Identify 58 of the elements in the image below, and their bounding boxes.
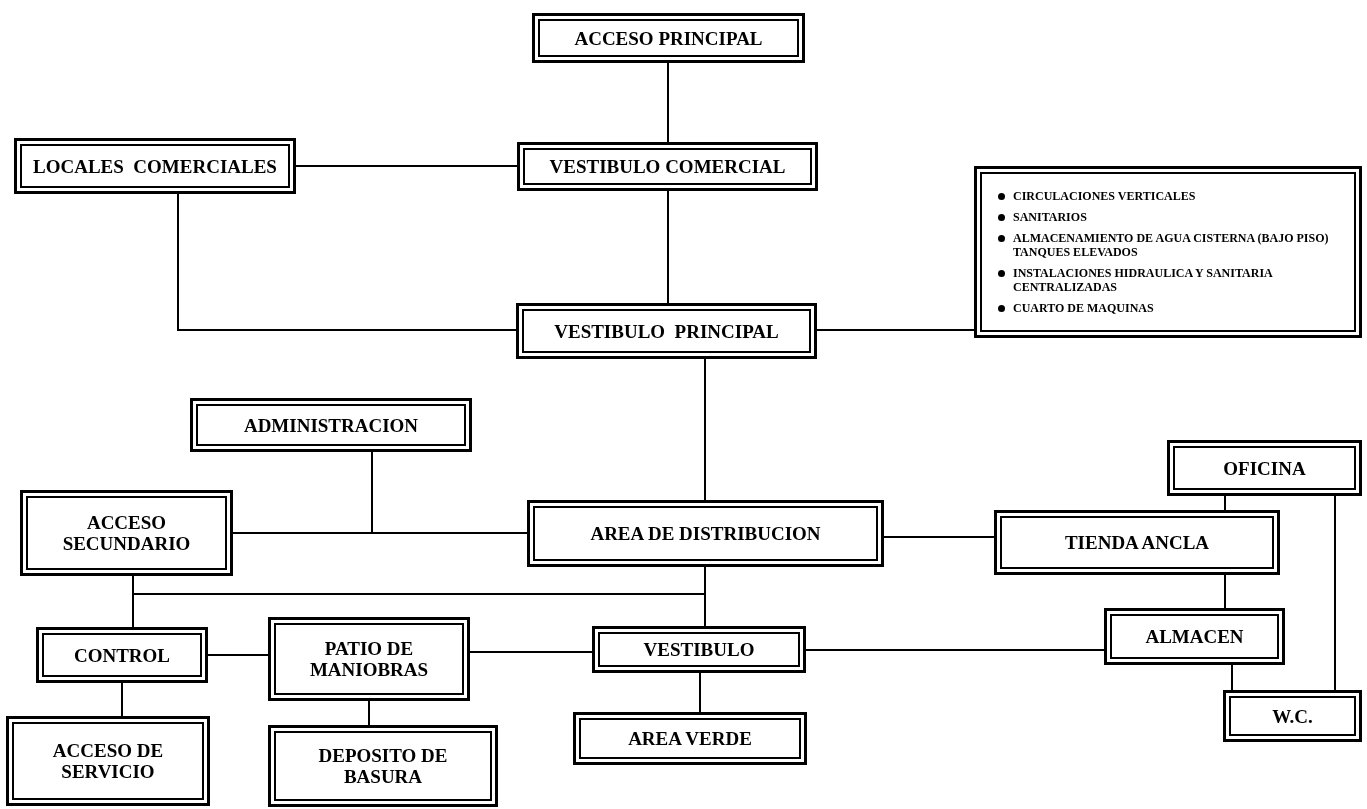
- connector-line: [1231, 664, 1233, 691]
- connector-line: [295, 165, 518, 167]
- services-list-box: [974, 166, 1362, 338]
- area-box: [14, 138, 296, 194]
- area-label: ACCESO PRINCIPAL: [574, 27, 763, 49]
- area-label: TIENDA ANCLA: [1064, 532, 1210, 553]
- area-box: [527, 500, 884, 567]
- connector-line: [699, 672, 701, 713]
- connector-line: [667, 190, 669, 304]
- area-box: [268, 725, 498, 807]
- area-box: [516, 303, 817, 359]
- area-box: [1223, 690, 1362, 742]
- area-label: ACCESO DE SERVICIO: [51, 740, 165, 782]
- area-label: ACCESO SECUNDARIO: [61, 512, 192, 554]
- connector-line: [368, 700, 370, 726]
- connector-line: [1334, 495, 1336, 691]
- area-label: VESTIBULO: [643, 639, 755, 660]
- service-item: ALMACENAMIENTO DE AGUA CISTERNA (BAJO PISO) TANQUES ELEVADOS: [1013, 231, 1330, 259]
- area-label: LOCALES COMERCIALES: [33, 155, 277, 177]
- connector-line: [1224, 574, 1226, 609]
- area-label: AREA DE DISTRIBUCION: [590, 523, 821, 544]
- connector-line: [207, 654, 269, 656]
- area-label: AREA VERDE: [628, 728, 752, 749]
- service-item: INSTALACIONES HIDRAULICA Y SANITARIA CENTRALIZADAS: [1013, 266, 1274, 294]
- area-box: [20, 490, 233, 576]
- connector-line: [883, 536, 995, 538]
- connector-line: [704, 358, 706, 501]
- area-label: VESTIBULO COMERCIAL: [549, 156, 786, 177]
- area-box: [36, 627, 208, 683]
- service-item: SANITARIOS: [1013, 210, 1087, 224]
- connector-line: [667, 62, 669, 143]
- area-label: PATIO DE MANIOBRAS: [308, 638, 430, 680]
- area-box: [517, 142, 818, 191]
- area-box: [1104, 608, 1285, 665]
- service-item: CIRCULACIONES VERTICALES: [1013, 189, 1196, 203]
- connector-line: [177, 193, 517, 331]
- area-label: VESTIBULO PRINCIPAL: [554, 320, 779, 342]
- area-box: [6, 716, 210, 806]
- area-box: [994, 510, 1280, 575]
- connector-line: [816, 329, 975, 331]
- area-label: DEPOSITO DE BASURA: [317, 745, 449, 787]
- area-box: [592, 626, 806, 673]
- area-label: ADMINISTRACION: [243, 414, 419, 436]
- area-box: [1167, 440, 1362, 496]
- area-label: ALMACEN: [1145, 626, 1244, 647]
- area-label: W.C.: [1272, 705, 1313, 727]
- connector-line: [805, 649, 1105, 651]
- connector-line: [469, 651, 593, 653]
- connector-line: [121, 682, 123, 717]
- connector-line: [1224, 495, 1226, 511]
- connector-line: [371, 451, 528, 534]
- service-item: CUARTO DE MAQUINAS: [1013, 301, 1154, 315]
- area-box: [532, 13, 805, 63]
- area-box: [190, 398, 472, 452]
- area-label: OFICINA: [1223, 457, 1306, 479]
- area-label: CONTROL: [73, 644, 171, 666]
- area-box: [268, 617, 470, 701]
- area-box: [573, 712, 807, 765]
